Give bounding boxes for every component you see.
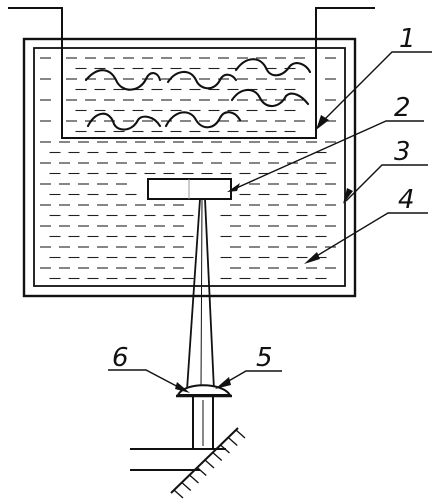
hatch-line	[204, 459, 215, 469]
container-1	[8, 7, 375, 139]
fibre-5	[164, 111, 242, 129]
arrowhead-3	[343, 188, 353, 204]
hatch-line	[235, 429, 246, 439]
fibre-6	[230, 88, 310, 108]
label-1: 1	[399, 24, 416, 54]
base	[130, 427, 239, 494]
incline-surface	[170, 427, 239, 494]
lens-holder	[192, 397, 214, 448]
tank-outer-wall	[22, 37, 357, 298]
leader-lines	[108, 51, 432, 391]
fibre-2	[166, 70, 238, 90]
beam-edge-right	[204, 198, 215, 391]
liquid-hatching	[40, 57, 336, 280]
fibre-3	[234, 58, 312, 77]
container-1-hatching	[66, 57, 305, 133]
fibre-4	[86, 112, 162, 131]
hatch-line	[220, 444, 230, 454]
beam-edge-left	[186, 198, 201, 391]
reference-numerals: 1 2 3 4 5 6	[112, 24, 416, 373]
fibres	[84, 58, 312, 131]
hatch-line	[212, 452, 223, 461]
label-6: 6	[112, 343, 129, 373]
hatch-line	[227, 437, 238, 446]
leader-6	[108, 369, 185, 391]
arrowhead-1	[316, 115, 329, 130]
beam-axis	[200, 198, 203, 391]
label-3: 3	[394, 137, 411, 167]
leader-2	[231, 120, 424, 191]
fibre-1	[84, 69, 162, 91]
label-4: 4	[398, 185, 415, 215]
target-2	[147, 178, 232, 200]
hatch-line	[181, 482, 192, 491]
label-2: 2	[394, 93, 411, 123]
laser-beam	[186, 198, 215, 391]
tank	[22, 37, 357, 298]
hatch-line	[196, 467, 207, 476]
arrowhead-4	[304, 252, 320, 264]
arrowhead-5	[215, 377, 231, 389]
arrowhead-2	[227, 183, 240, 192]
tank-inner-wall	[33, 47, 346, 287]
leader-4	[309, 212, 428, 261]
leader-3	[345, 164, 428, 202]
arrowhead-6	[175, 382, 190, 393]
label-5: 5	[256, 343, 273, 373]
container-1-walls	[8, 7, 375, 139]
incline-hatching	[173, 429, 246, 499]
hatch-line	[173, 489, 184, 499]
hatch-line	[189, 474, 199, 484]
leader-1	[321, 51, 432, 123]
arrowheads	[175, 115, 353, 393]
container-1-bg	[60, 52, 316, 136]
